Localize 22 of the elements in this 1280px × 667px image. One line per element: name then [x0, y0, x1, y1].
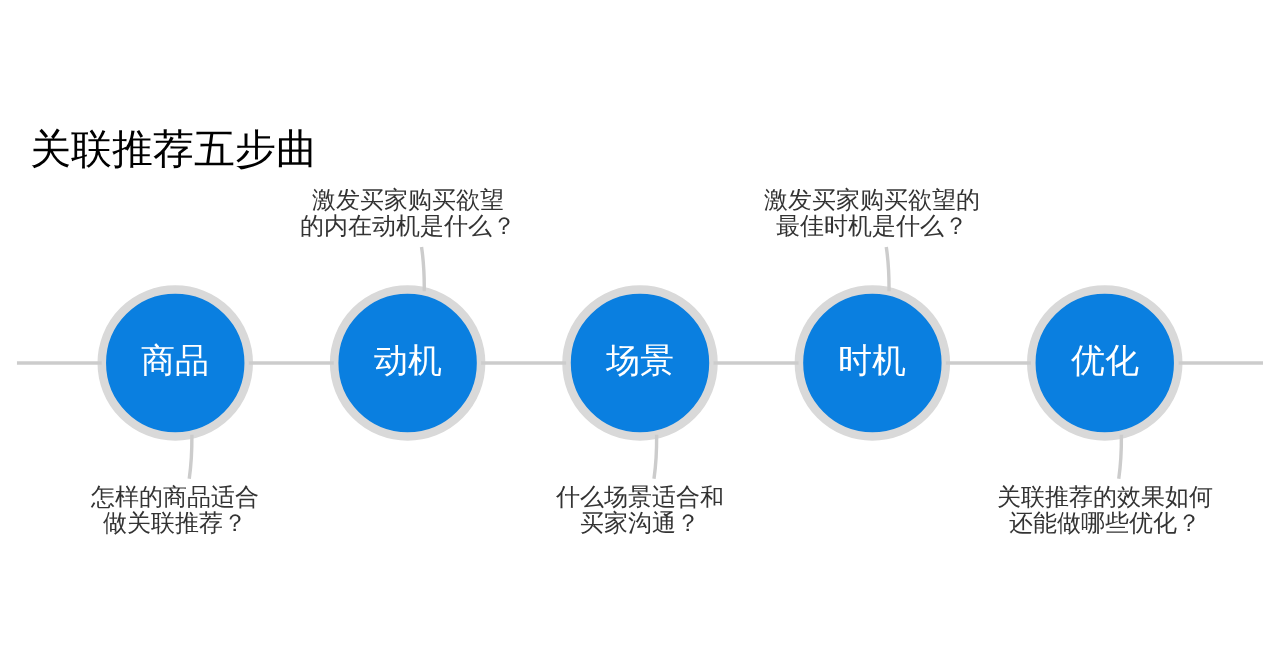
connector	[248, 360, 334, 365]
diagram-title: 关联推荐五步曲	[30, 124, 318, 173]
node-text: 什么场景适合和买家沟通？	[556, 482, 724, 537]
connector	[1117, 434, 1124, 479]
connector	[884, 246, 891, 291]
connector	[187, 434, 194, 479]
connector	[945, 360, 1031, 365]
node-text: 激发买家购买欲望的内在动机是什么？	[299, 185, 516, 240]
connector	[16, 360, 102, 365]
node-text: 关联推荐的效果如何还能做哪些优化？	[996, 482, 1213, 537]
node-circle: 优化	[1027, 284, 1183, 441]
connector	[652, 434, 659, 479]
node-text: 激发买家购买欲望的最佳时机是什么？	[764, 185, 981, 240]
connector	[713, 360, 799, 365]
connector	[481, 360, 567, 365]
node-circle: 动机	[329, 284, 486, 441]
node-circle: 商品	[97, 284, 253, 441]
connector	[419, 246, 426, 291]
connector	[1178, 360, 1263, 365]
node-text: 怎样的商品适合做关联推荐？	[91, 482, 260, 537]
node-circle: 时机	[794, 284, 951, 441]
node-circle: 场景	[562, 284, 718, 441]
